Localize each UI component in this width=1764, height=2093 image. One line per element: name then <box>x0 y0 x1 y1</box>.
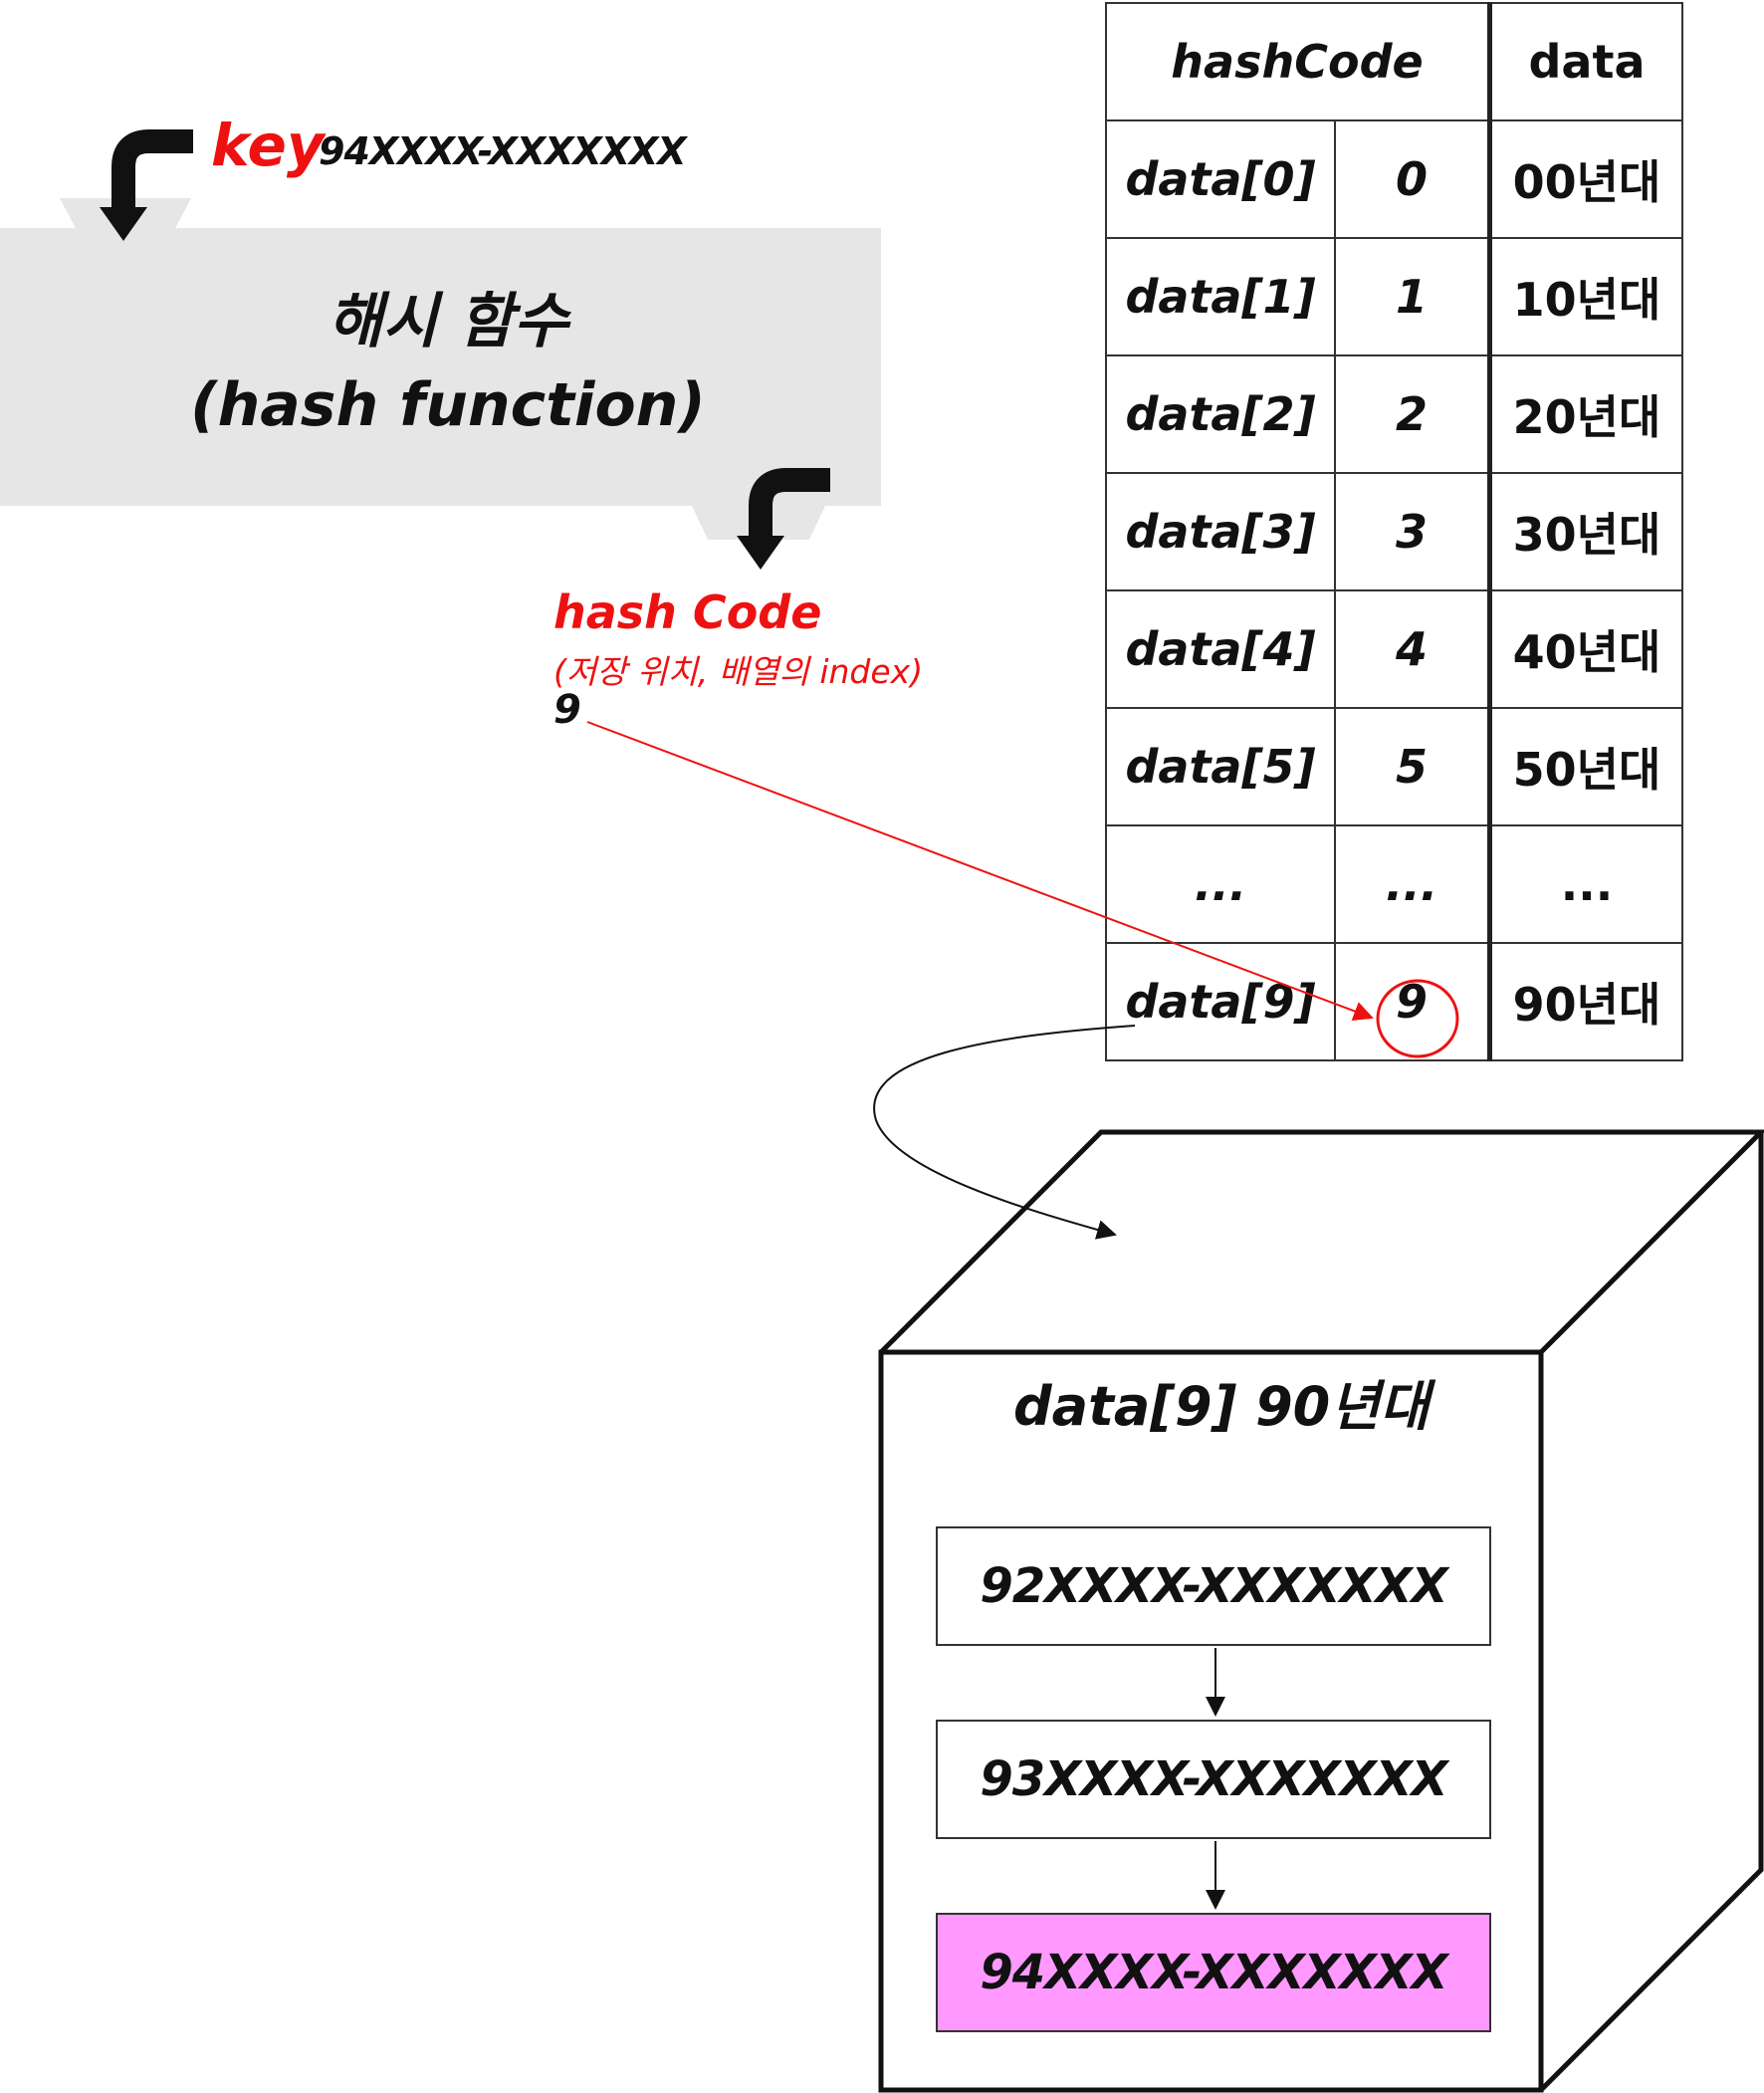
row-index: 3 <box>1334 472 1491 591</box>
chain-entry: 93XXXX-XXXXXXX <box>936 1720 1491 1839</box>
chain-entry: 92XXXX-XXXXXXX <box>936 1526 1491 1646</box>
row-name: data[4] <box>1105 589 1336 709</box>
row-index: ... <box>1334 824 1491 944</box>
row-index: 9 <box>1334 942 1491 1061</box>
bucket-box-3d <box>878 1129 1764 2093</box>
hash-code-value: 9 <box>553 687 581 733</box>
hash-output-arrow-icon <box>737 468 830 570</box>
table-row: data[2] 2 20년대 <box>1105 354 1683 474</box>
hash-code-pointer-line <box>586 721 1374 1022</box>
header-hashcode: hashCode <box>1105 2 1491 121</box>
row-data: 20년대 <box>1487 354 1683 474</box>
header-data: data <box>1487 2 1683 121</box>
hash-table: hashCode data data[0] 0 00년대 data[1] 1 1… <box>1105 2 1683 1061</box>
table-header-row: hashCode data <box>1105 2 1683 121</box>
row-data: 90년대 <box>1487 942 1683 1061</box>
row-index: 1 <box>1334 237 1491 356</box>
row-data: 10년대 <box>1487 237 1683 356</box>
table-row: data[1] 1 10년대 <box>1105 237 1683 356</box>
table-row: data[0] 0 00년대 <box>1105 119 1683 239</box>
table-row: data[3] 3 30년대 <box>1105 472 1683 591</box>
hash-function-band <box>0 228 881 506</box>
row-index: 2 <box>1334 354 1491 474</box>
table-row: data[5] 5 50년대 <box>1105 707 1683 826</box>
row-name: data[0] <box>1105 119 1336 239</box>
row-name: data[5] <box>1105 707 1336 826</box>
row-name: ... <box>1105 824 1336 944</box>
table-row: data[4] 4 40년대 <box>1105 589 1683 709</box>
chain-entry-highlighted: 94XXXX-XXXXXXX <box>936 1913 1491 2032</box>
hash-code-label: hash Code <box>553 585 822 639</box>
table-row-ellipsis: ... ... ... <box>1105 824 1683 944</box>
bucket-connector-line <box>873 1025 1136 1240</box>
row-index: 4 <box>1334 589 1491 709</box>
row-data: 40년대 <box>1487 589 1683 709</box>
row-data: 50년대 <box>1487 707 1683 826</box>
bucket-title: data[9] 90년대 <box>1013 1375 1430 1438</box>
hash-function-subtitle: (hash function) <box>190 370 706 440</box>
row-data: 00년대 <box>1487 119 1683 239</box>
row-data: ... <box>1487 824 1683 944</box>
index-9-highlight-circle <box>1376 979 1459 1058</box>
row-name: data[2] <box>1105 354 1336 474</box>
key-value: 94XXXX-XXXXXXX <box>319 129 687 173</box>
key-input-arrow-icon <box>100 129 193 241</box>
hash-code-note: (저장 위치, 배열의 index) <box>553 652 924 691</box>
row-name: data[3] <box>1105 472 1336 591</box>
row-index: 0 <box>1334 119 1491 239</box>
row-index: 5 <box>1334 707 1491 826</box>
row-data: 30년대 <box>1487 472 1683 591</box>
row-name: data[1] <box>1105 237 1336 356</box>
key-label: key <box>211 112 325 179</box>
hash-function-title: 해시 함수 <box>328 287 568 356</box>
